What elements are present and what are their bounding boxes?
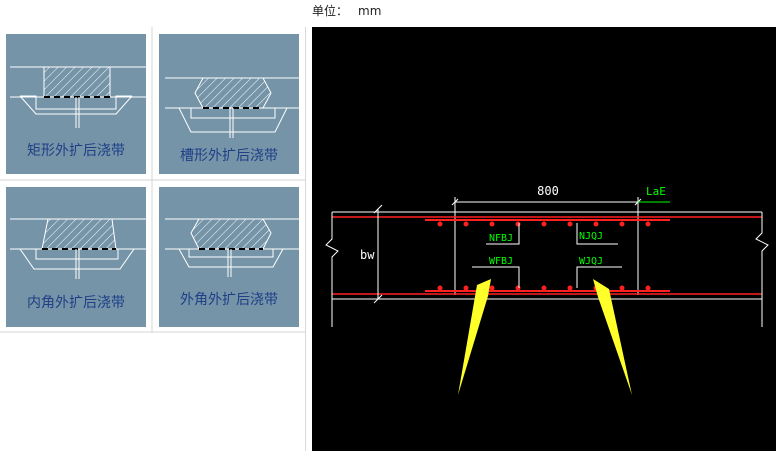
bw-label: bw [360,248,375,262]
type-selector-panel: 矩形外扩后浇带 槽形外扩后浇带 [0,27,306,451]
tile-grid-lines [0,27,305,333]
rect-strip-diagram-icon [10,66,146,128]
lae-label: LaE [646,185,666,198]
top-rebar-dots [437,221,651,227]
nfbj-label: NFBJ [489,233,513,244]
unit-value: mm [358,4,382,18]
wjqj-label: WJQJ [579,256,603,267]
bottom-rebar-dots [437,285,651,291]
tile-inner-angle-outer-pour-strip[interactable]: 内角外扩后浇带 [6,187,146,327]
wfbj-label: WFBJ [489,256,513,267]
groove-strip-diagram-icon [165,77,299,138]
dimension-800-label: 800 [537,184,559,198]
unit-label: 单位： [312,4,349,18]
left-break-mark [325,212,339,327]
right-break-mark [755,212,769,327]
unit-row: 单位： mm [312,2,381,19]
tile-label: 槽形外扩后浇带 [180,148,278,164]
tile-label: 矩形外扩后浇带 [27,143,125,159]
cad-preview-canvas: 800 LaE bw [312,27,776,451]
right-arrow-icon [593,279,632,395]
inner-angle-strip-diagram-icon [10,218,146,279]
tile-outer-angle-outer-pour-strip[interactable]: 外角外扩后浇带 [159,187,299,327]
pour-strip-section-drawing: 800 LaE bw [325,184,769,395]
tile-rect-outer-pour-strip[interactable]: 矩形外扩后浇带 [6,34,146,174]
tile-groove-outer-pour-strip[interactable]: 槽形外扩后浇带 [159,34,299,174]
left-arrow-icon [458,279,491,395]
tile-label: 外角外扩后浇带 [180,292,278,308]
outer-angle-strip-diagram-icon [165,218,299,277]
tile-label: 内角外扩后浇带 [27,295,125,311]
njqj-label: NJQJ [579,231,603,242]
